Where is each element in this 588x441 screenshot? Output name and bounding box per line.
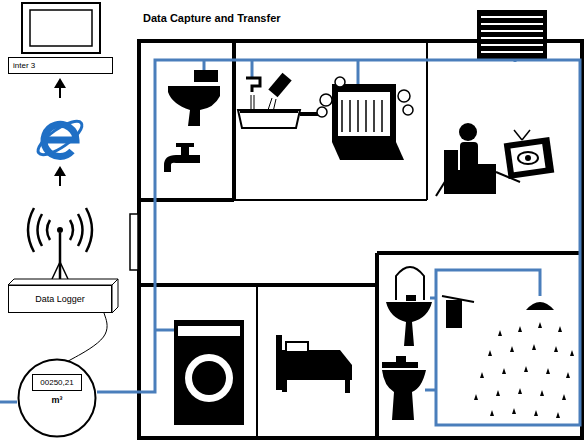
tap xyxy=(164,143,200,172)
meter-display: 00250,21 xyxy=(32,374,82,391)
computer-base: inter 3 xyxy=(8,57,113,74)
water-pipes xyxy=(0,60,580,425)
signal-wire xyxy=(68,313,107,361)
dishwasher xyxy=(317,77,413,160)
node-label: m³ xyxy=(17,395,97,405)
wireless-antenna xyxy=(28,208,92,279)
door xyxy=(130,214,138,270)
kitchen-sink xyxy=(238,73,326,128)
house-walls xyxy=(139,41,582,438)
node-label: 00250,21 xyxy=(40,378,73,387)
water-meter: m³ 00250,21 xyxy=(17,358,97,438)
toilet xyxy=(168,70,220,126)
bed xyxy=(276,335,352,393)
title: Data Capture and Transfer xyxy=(143,12,281,24)
toilet-bathroom xyxy=(382,356,426,420)
node-label: Data Logger xyxy=(35,294,85,304)
towel xyxy=(442,296,474,328)
flow-arrows xyxy=(54,78,66,186)
washing-machine xyxy=(174,320,244,425)
television xyxy=(504,130,555,179)
logger-box-faces xyxy=(8,279,118,313)
internet-logo xyxy=(34,116,87,161)
bathroom-sink xyxy=(386,267,432,346)
node-label: inter 3 xyxy=(13,61,35,70)
vent xyxy=(477,10,547,60)
data-logger-box: Data Logger xyxy=(8,285,112,313)
shower xyxy=(474,302,574,418)
